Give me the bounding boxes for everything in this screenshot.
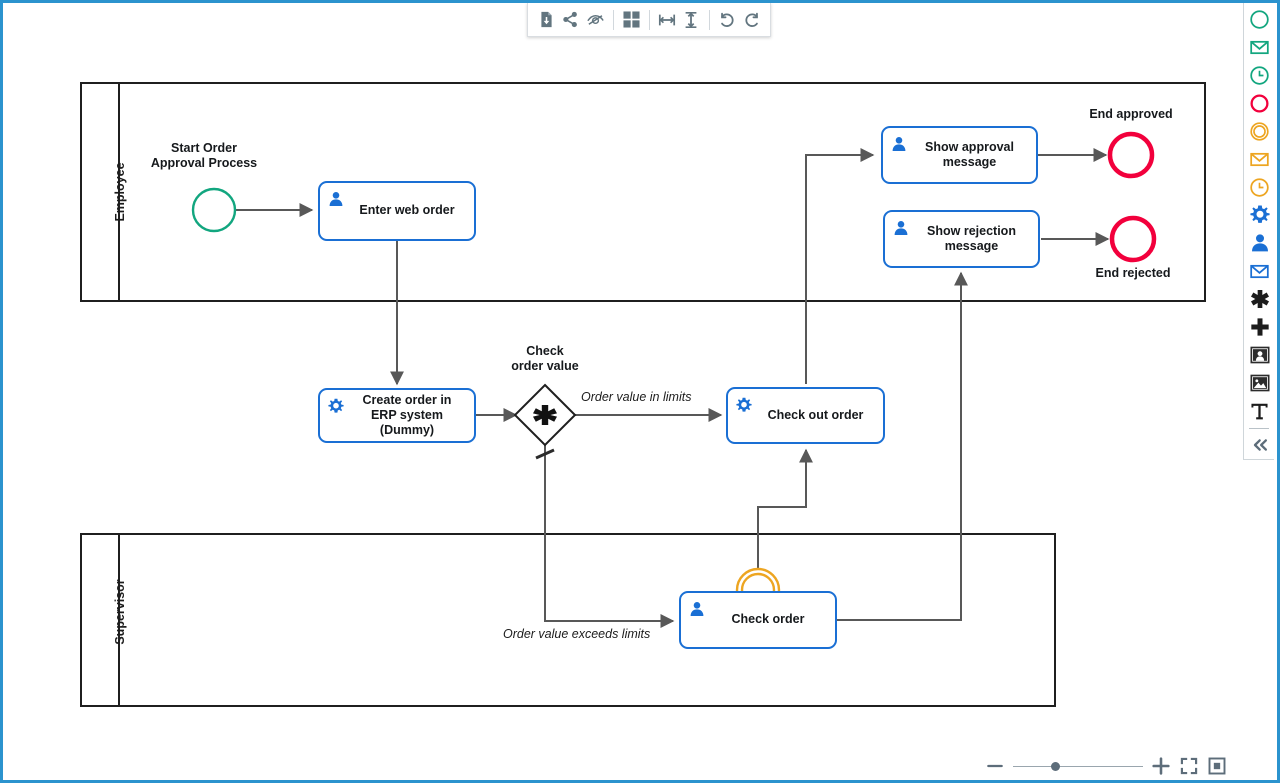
- service-task-icon: [327, 397, 344, 414]
- intermediate-event-icon[interactable]: [1244, 117, 1275, 145]
- parallel-gateway-icon[interactable]: [1244, 313, 1275, 341]
- flow-gateway-to-checkorder: [544, 445, 675, 628]
- lane-label-employee: Employee: [113, 162, 127, 222]
- flow-checkorder-to-rejection: [836, 271, 968, 621]
- redo-icon[interactable]: [739, 7, 764, 33]
- end-rejected-shape: [1109, 215, 1157, 263]
- task-label: Enter web order: [359, 203, 455, 218]
- user-task-icon: [890, 135, 907, 152]
- timer-start-event-icon[interactable]: [1244, 61, 1275, 89]
- fit-viewport-button[interactable]: [1175, 751, 1203, 780]
- lane-label-supervisor: Supervisor: [113, 579, 127, 645]
- flow-checkorder-to-checkout: [757, 448, 813, 591]
- zoom-out-button[interactable]: [981, 751, 1009, 780]
- text-annotation-icon[interactable]: [1244, 397, 1275, 425]
- end-approved-shape: [1107, 131, 1155, 179]
- task-label: Show rejection message: [927, 223, 1016, 253]
- diagram-canvas[interactable]: Employee Supervisor Start Order Approval…: [3, 3, 1277, 780]
- zoom-slider-thumb[interactable]: [1051, 762, 1060, 771]
- undo-icon[interactable]: [715, 7, 740, 33]
- zoom-slider[interactable]: [1013, 751, 1143, 780]
- zoom-controls: [981, 751, 1231, 780]
- grid-icon[interactable]: [619, 7, 644, 33]
- user-task-icon: [892, 219, 909, 236]
- service-task-icon: [735, 396, 752, 413]
- task-show-rejection-message[interactable]: Show rejection message: [883, 210, 1040, 268]
- send-task-icon[interactable]: [1244, 257, 1275, 285]
- lane-employee-box: [80, 82, 1206, 302]
- user-task-icon[interactable]: [1244, 229, 1275, 257]
- collapse-palette-icon[interactable]: [1244, 431, 1275, 459]
- service-task-icon[interactable]: [1244, 201, 1275, 229]
- element-palette: [1243, 3, 1274, 460]
- task-label: Create order in ERP system (Dummy): [362, 392, 452, 438]
- end-event-icon[interactable]: [1244, 89, 1275, 117]
- editor-toolbar: [527, 3, 771, 37]
- hide-preview-icon[interactable]: [583, 7, 608, 33]
- toolbar-separator: [612, 9, 614, 30]
- start-event-icon[interactable]: [1244, 5, 1275, 33]
- user-task-icon: [688, 600, 705, 617]
- align-vertical-icon[interactable]: [679, 7, 704, 33]
- start-event-label: Start Order Approval Process: [150, 141, 258, 171]
- end-rejected-label: End rejected: [1095, 266, 1171, 280]
- zoom-slider-track: [1013, 765, 1143, 767]
- task-check-order[interactable]: Check order: [679, 591, 837, 649]
- pool-icon[interactable]: [1244, 341, 1275, 369]
- end-approved-label: End approved: [1089, 107, 1173, 121]
- task-label: Check out order: [767, 407, 864, 422]
- download-icon[interactable]: [534, 7, 559, 33]
- toolbar-separator: [648, 9, 650, 30]
- lane-supervisor-box: [80, 533, 1056, 707]
- zoom-in-button[interactable]: [1147, 751, 1175, 780]
- flow-label-in-limits: Order value in limits: [581, 390, 692, 404]
- align-horizontal-icon[interactable]: [654, 7, 679, 33]
- gateway-label: Check order value: [511, 344, 579, 374]
- task-create-order-erp[interactable]: Create order in ERP system (Dummy): [318, 388, 476, 443]
- task-enter-web-order[interactable]: Enter web order: [318, 181, 476, 241]
- palette-separator: [1249, 428, 1269, 429]
- image-icon[interactable]: [1244, 369, 1275, 397]
- share-icon[interactable]: [559, 7, 584, 33]
- flow-label-exceeds-limits: Order value exceeds limits: [503, 627, 651, 641]
- task-check-out-order[interactable]: Check out order: [726, 387, 885, 444]
- message-intermediate-event-icon[interactable]: [1244, 145, 1275, 173]
- flow-checkout-to-approval: [805, 148, 875, 384]
- default-flow-marker: [535, 448, 555, 460]
- task-show-approval-message[interactable]: Show approval message: [881, 126, 1038, 184]
- task-label: Show approval message: [925, 139, 1014, 169]
- message-start-event-icon[interactable]: [1244, 33, 1275, 61]
- task-label: Check order: [731, 612, 805, 627]
- timer-intermediate-event-icon[interactable]: [1244, 173, 1275, 201]
- user-task-icon: [327, 190, 344, 207]
- toolbar-separator: [708, 9, 710, 30]
- complex-gateway-shape: [513, 383, 577, 447]
- reset-zoom-button[interactable]: [1203, 751, 1231, 780]
- complex-gateway-icon[interactable]: [1244, 285, 1275, 313]
- start-event-shape: [191, 187, 237, 233]
